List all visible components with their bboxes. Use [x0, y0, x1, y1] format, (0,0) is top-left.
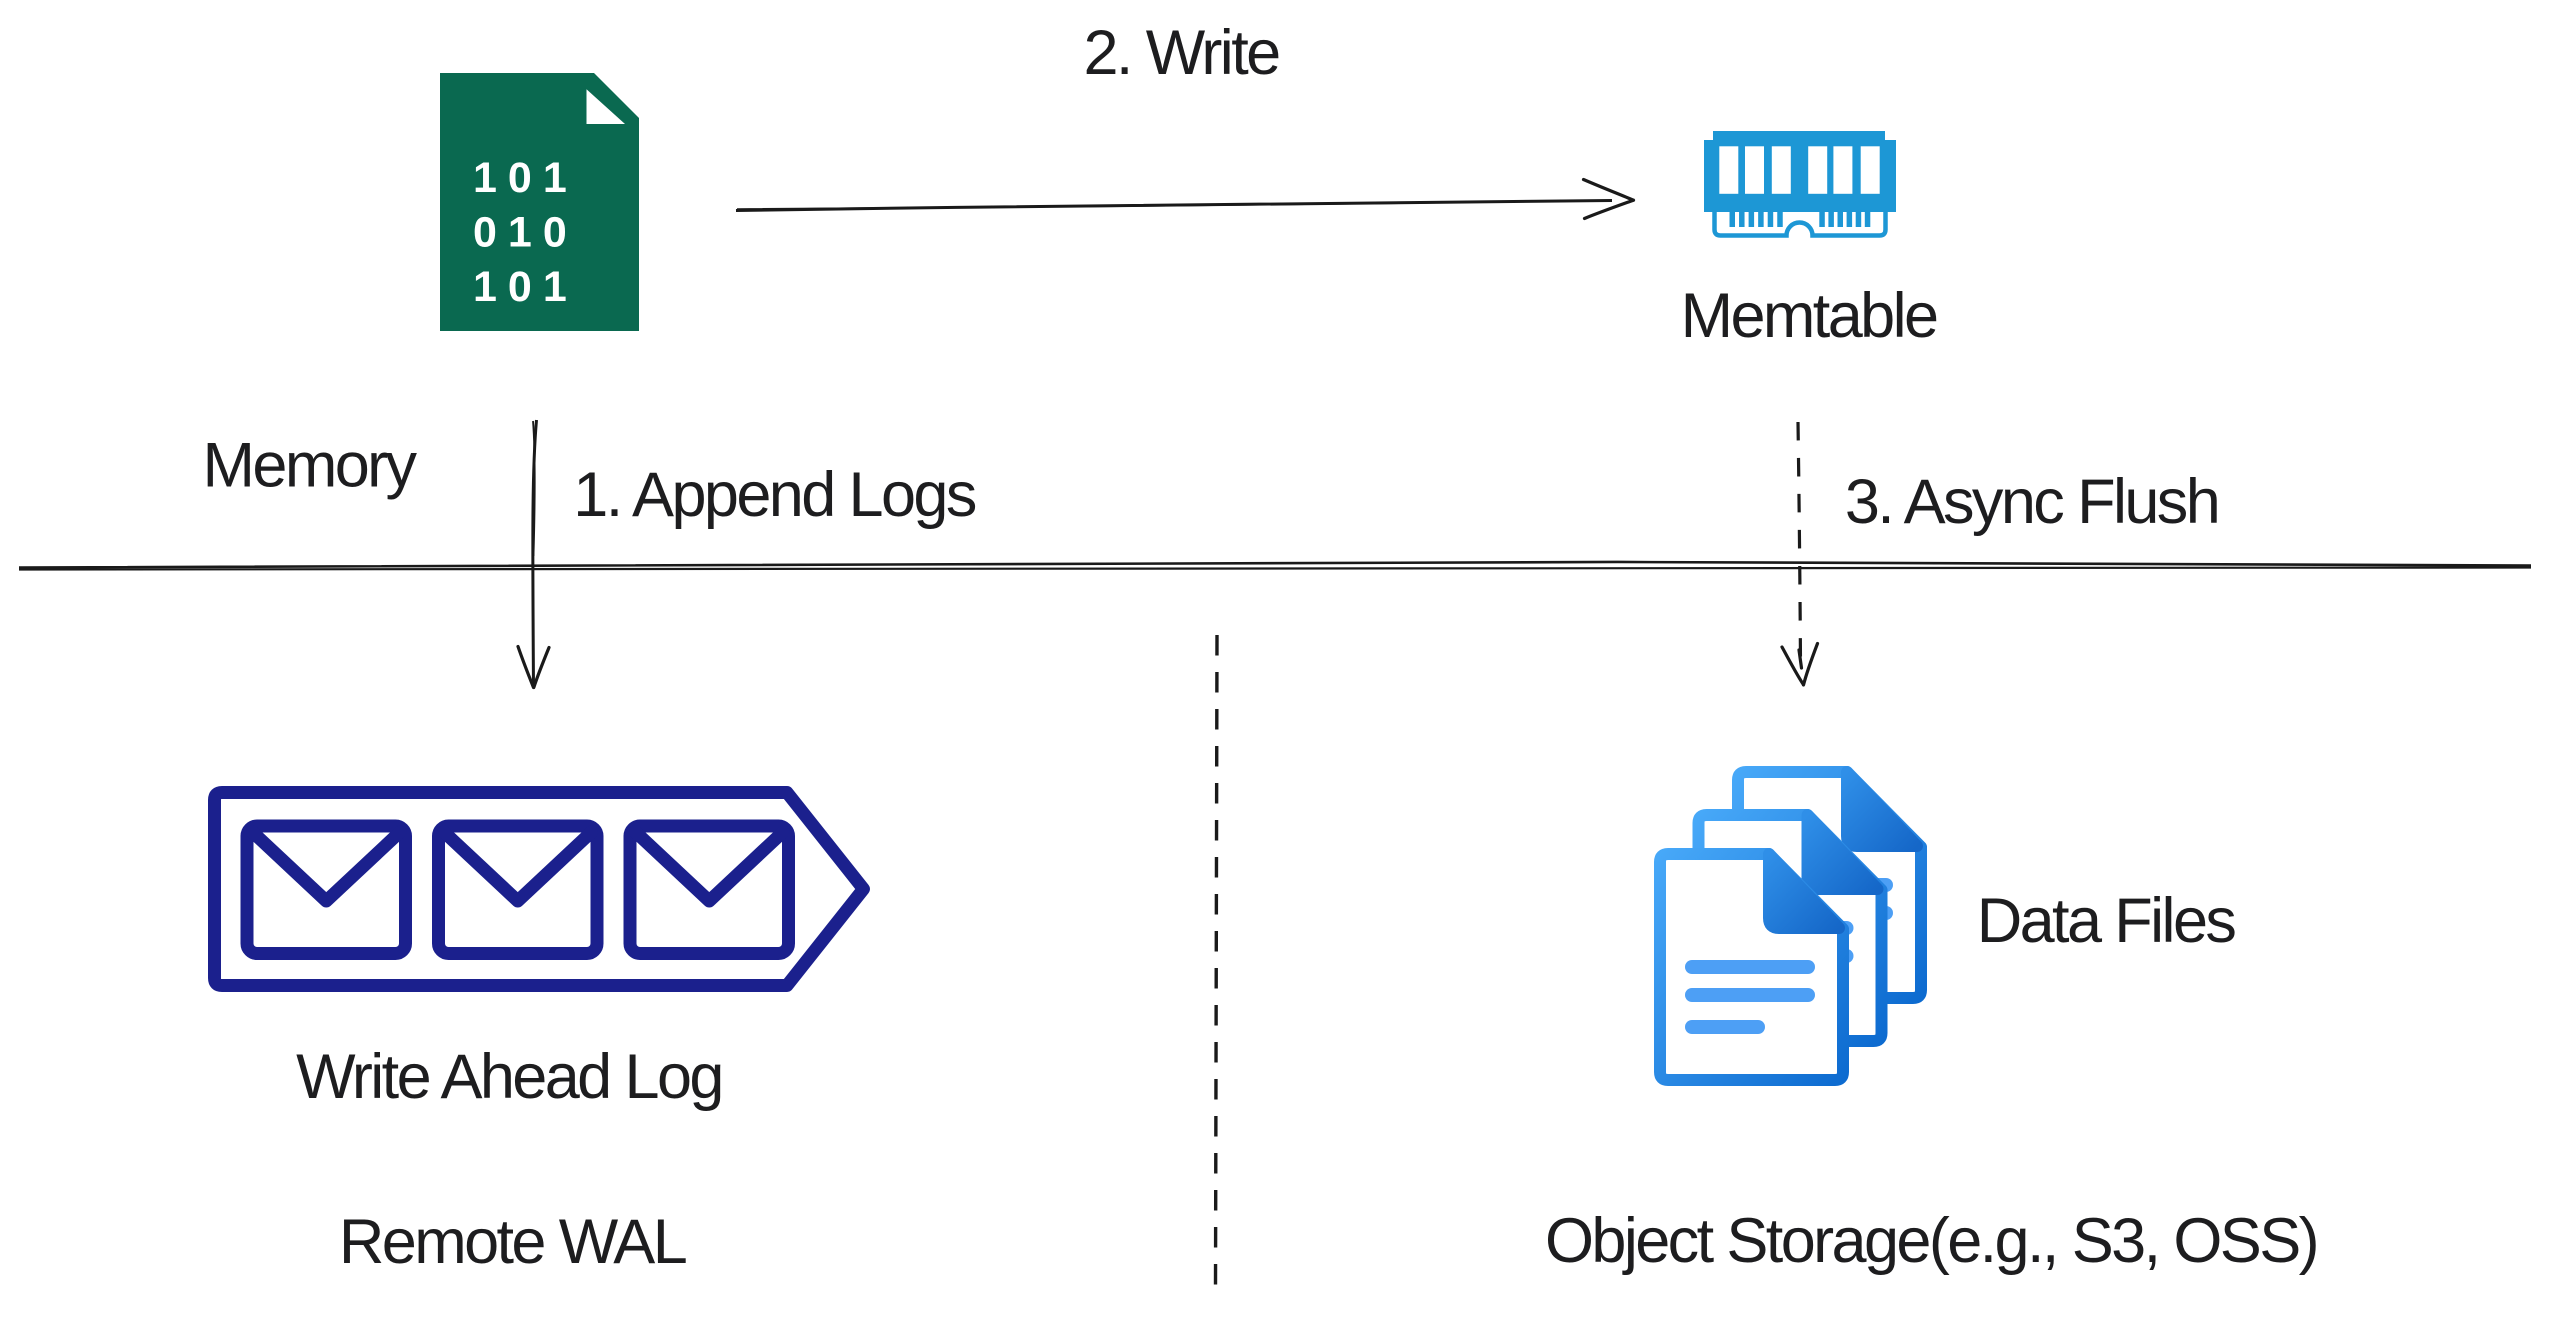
memtable-ram-icon — [1704, 131, 1896, 238]
ram-pin — [1864, 211, 1871, 227]
envelope-flap — [246, 825, 407, 908]
data-file-lines — [1685, 960, 1815, 1034]
wal-container — [208, 786, 870, 992]
envelope-outline — [432, 819, 604, 960]
envelope-flap — [629, 825, 790, 908]
ram-pin — [1739, 211, 1745, 227]
envelope-outline — [240, 819, 412, 960]
ram-slot — [1745, 146, 1764, 194]
data-file-fold — [1801, 809, 1884, 895]
data-files-icon — [1654, 766, 1927, 1086]
ram-pin — [1729, 211, 1735, 227]
label-step3-async-flush: 3. Async Flush — [1845, 467, 2218, 537]
envelope-flap — [437, 825, 598, 908]
memory-storage-divider — [18, 560, 2532, 569]
ram-pin — [1855, 211, 1862, 227]
data-file-front — [1654, 848, 1849, 1086]
ram-slot — [1833, 146, 1853, 194]
binary-row: 010 — [473, 209, 578, 257]
ram-slot — [1860, 146, 1880, 194]
data-file-line — [1685, 1020, 1765, 1034]
ram-pin — [1837, 211, 1843, 227]
data-file-fold — [1841, 766, 1923, 852]
ram-pin-band — [1712, 212, 1888, 238]
binary-row: 101 — [473, 154, 578, 202]
ram-pin — [1828, 211, 1834, 227]
wal-envelope — [240, 819, 412, 960]
ram-pin — [1758, 211, 1764, 227]
append-logs-arrowhead — [516, 644, 551, 690]
write-arrow-shaft-overdraw — [736, 201, 1456, 210]
ram-slot — [1808, 146, 1828, 194]
ram-pins — [1729, 211, 1871, 227]
wal-envelope — [432, 819, 604, 960]
ram-slot — [1771, 146, 1791, 194]
binary-file-icon: 101 010 101 — [440, 73, 639, 331]
label-remote-wal: Remote WAL — [339, 1207, 686, 1277]
ram-slot — [1719, 146, 1739, 194]
ram-pin — [1748, 211, 1755, 227]
binary-row: 101 — [473, 263, 578, 311]
async-flush-arrow-shaft — [1796, 421, 1803, 665]
label-data-files: Data Files — [1977, 886, 2236, 956]
data-file-line — [1685, 988, 1815, 1002]
ram-pin — [1767, 211, 1774, 227]
data-file-line — [1685, 960, 1815, 974]
label-write-ahead-log: Write Ahead Log — [296, 1042, 722, 1112]
wal-envelope — [623, 819, 795, 960]
label-memtable: Memtable — [1681, 281, 1937, 351]
data-file-fold — [1763, 848, 1845, 934]
ram-pin — [1777, 211, 1783, 227]
labels: 2. Write Memtable Memory 1. Append Logs … — [203, 18, 2320, 1277]
write-arrowhead — [1581, 177, 1636, 221]
wal-storage-separator — [1213, 634, 1219, 1287]
label-step1-append-logs: 1. Append Logs — [573, 460, 976, 530]
binary-file-text: 101 010 101 — [473, 154, 578, 311]
ram-pin — [1819, 211, 1825, 227]
memory-storage-divider — [18, 566, 2532, 574]
connectors — [18, 177, 2532, 1287]
label-object-storage: Object Storage(e.g., S3, OSS) — [1545, 1206, 2317, 1276]
append-logs-arrow-shaft — [531, 419, 538, 689]
binary-file-fold — [586, 89, 625, 124]
async-flush-arrowhead — [1780, 641, 1820, 687]
ram-pin — [1846, 211, 1853, 227]
append-logs-arrow-overdraw — [532, 420, 536, 557]
ram-slots — [1719, 146, 1880, 194]
envelope-outline — [623, 819, 795, 960]
label-step2-write: 2. Write — [1083, 18, 1279, 88]
binary-file-page — [440, 73, 639, 331]
label-memory: Memory — [203, 431, 418, 501]
write-ahead-log-icon — [208, 786, 870, 992]
